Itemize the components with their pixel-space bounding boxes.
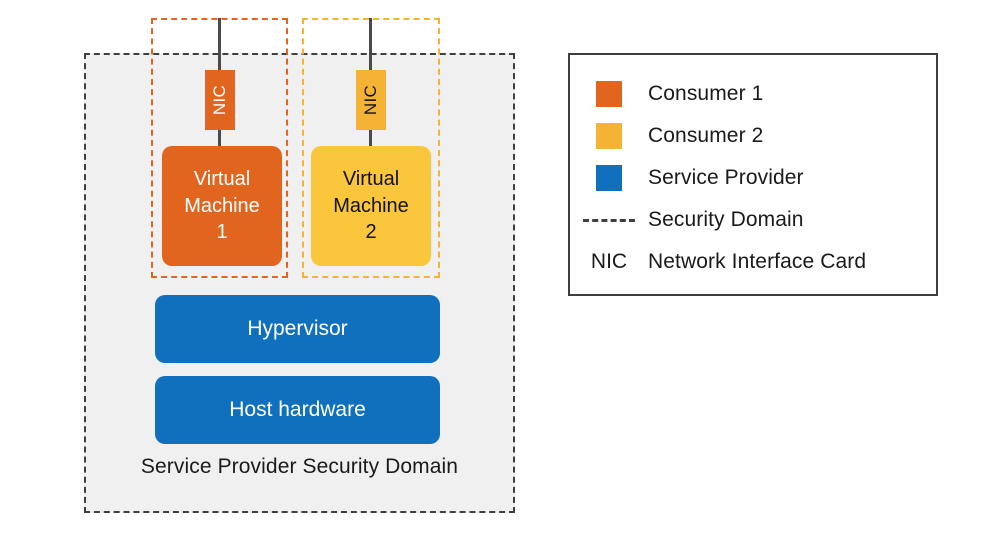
legend-row-consumer-1: Consumer 1 xyxy=(570,73,936,115)
legend-row-service-provider: Service Provider xyxy=(570,157,936,199)
vm-2-label-line-3: 2 xyxy=(365,221,377,244)
virtual-machine-1-box: Virtual Machine 1 xyxy=(162,146,282,266)
legend-label-consumer-1: Consumer 1 xyxy=(648,82,764,105)
nic-abbreviation-text: NIC xyxy=(590,250,628,273)
legend-marker-consumer-2 xyxy=(570,123,648,149)
nic-2-box: NIC xyxy=(356,70,386,130)
vm-2-label-line-2: Machine xyxy=(333,194,409,217)
vm-2-label-line-1: Virtual xyxy=(342,168,400,191)
dashed-line-icon xyxy=(583,218,635,222)
vm-1-label-line-2: Machine xyxy=(184,194,260,217)
legend-panel: Consumer 1 Consumer 2 Service Provider S… xyxy=(568,53,938,296)
legend-marker-consumer-1 xyxy=(570,81,648,107)
legend-label-service-provider: Service Provider xyxy=(648,166,804,189)
legend-label-nic: Network Interface Card xyxy=(648,250,867,273)
service-provider-security-domain-box: Service Provider Security Domain xyxy=(84,53,515,513)
nic-1-label: NIC xyxy=(210,84,229,116)
hypervisor-box: Hypervisor xyxy=(155,295,440,363)
nic-2-label: NIC xyxy=(361,84,380,116)
architecture-diagram: Service Provider Security Domain NIC NIC… xyxy=(84,18,515,513)
legend-label-consumer-2: Consumer 2 xyxy=(648,124,764,147)
hypervisor-label: Hypervisor xyxy=(247,317,348,340)
host-hardware-label: Host hardware xyxy=(229,398,366,421)
service-provider-security-domain-label: Service Provider Security Domain xyxy=(140,455,459,478)
legend-marker-security-domain xyxy=(570,218,648,222)
legend-label-security-domain: Security Domain xyxy=(648,208,804,231)
color-swatch-icon xyxy=(596,123,622,149)
legend-marker-nic: NIC xyxy=(570,250,648,274)
legend-row-security-domain: Security Domain xyxy=(570,199,936,241)
color-swatch-icon xyxy=(596,81,622,107)
vm-1-label-line-1: Virtual xyxy=(193,168,251,191)
color-swatch-icon xyxy=(596,165,622,191)
vm-1-label-line-3: 1 xyxy=(216,221,228,244)
virtual-machine-2-box: Virtual Machine 2 xyxy=(311,146,431,266)
nic-1-box: NIC xyxy=(205,70,235,130)
host-hardware-box: Host hardware xyxy=(155,376,440,444)
legend-row-nic: NIC Network Interface Card xyxy=(570,241,936,283)
legend-row-consumer-2: Consumer 2 xyxy=(570,115,936,157)
legend-marker-service-provider xyxy=(570,165,648,191)
